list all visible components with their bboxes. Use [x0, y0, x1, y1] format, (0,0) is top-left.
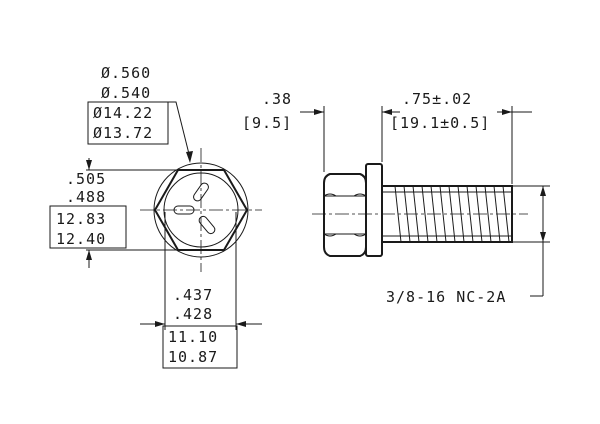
across-flats-vertical-dimension: .505 .488 12.83 12.40	[49, 158, 178, 268]
across-flats-v-metric-min: 12.40	[56, 230, 106, 248]
washer-flange	[365, 163, 383, 257]
head-diameter-metric-max: Ø14.22	[93, 104, 153, 122]
thread-length-metric: [19.1±0.5]	[390, 114, 490, 132]
end-view	[140, 148, 262, 272]
head-height-metric: [9.5]	[242, 114, 292, 132]
across-flats-h-min: .428	[173, 305, 213, 323]
across-flats-v-metric-max: 12.83	[56, 210, 106, 228]
inner-circle	[163, 172, 239, 248]
thread-length-dimension: .75±.02 [19.1±0.5]	[390, 90, 532, 184]
across-flats-horizontal-dimension: .437 .428 11.10 10.87	[140, 212, 262, 369]
thread-spec-dimension: 3/8-16 NC-2A	[386, 185, 550, 306]
thread-spec-label: 3/8-16 NC-2A	[386, 288, 506, 306]
threaded-shank	[381, 185, 513, 243]
head-diameter-min: Ø.540	[101, 84, 151, 102]
head-marking	[173, 182, 216, 235]
head-height-dimension: .38 [9.5]	[242, 90, 400, 172]
head-diameter-max: Ø.560	[101, 64, 151, 82]
side-view	[312, 163, 528, 257]
head-height-inch: .38	[262, 90, 292, 108]
across-flats-h-max: .437	[173, 286, 213, 304]
across-flats-v-max: .505	[66, 170, 106, 188]
bolt-head	[323, 173, 367, 257]
thread-length-inch: .75±.02	[402, 90, 472, 108]
head-diameter-metric-min: Ø13.72	[93, 124, 153, 142]
across-flats-h-metric-min: 10.87	[168, 348, 218, 366]
head-diameter-dimension: Ø.560 Ø.540 Ø14.22 Ø13.72	[87, 64, 193, 163]
across-flats-v-min: .488	[66, 188, 106, 206]
across-flats-h-metric-max: 11.10	[168, 328, 218, 346]
